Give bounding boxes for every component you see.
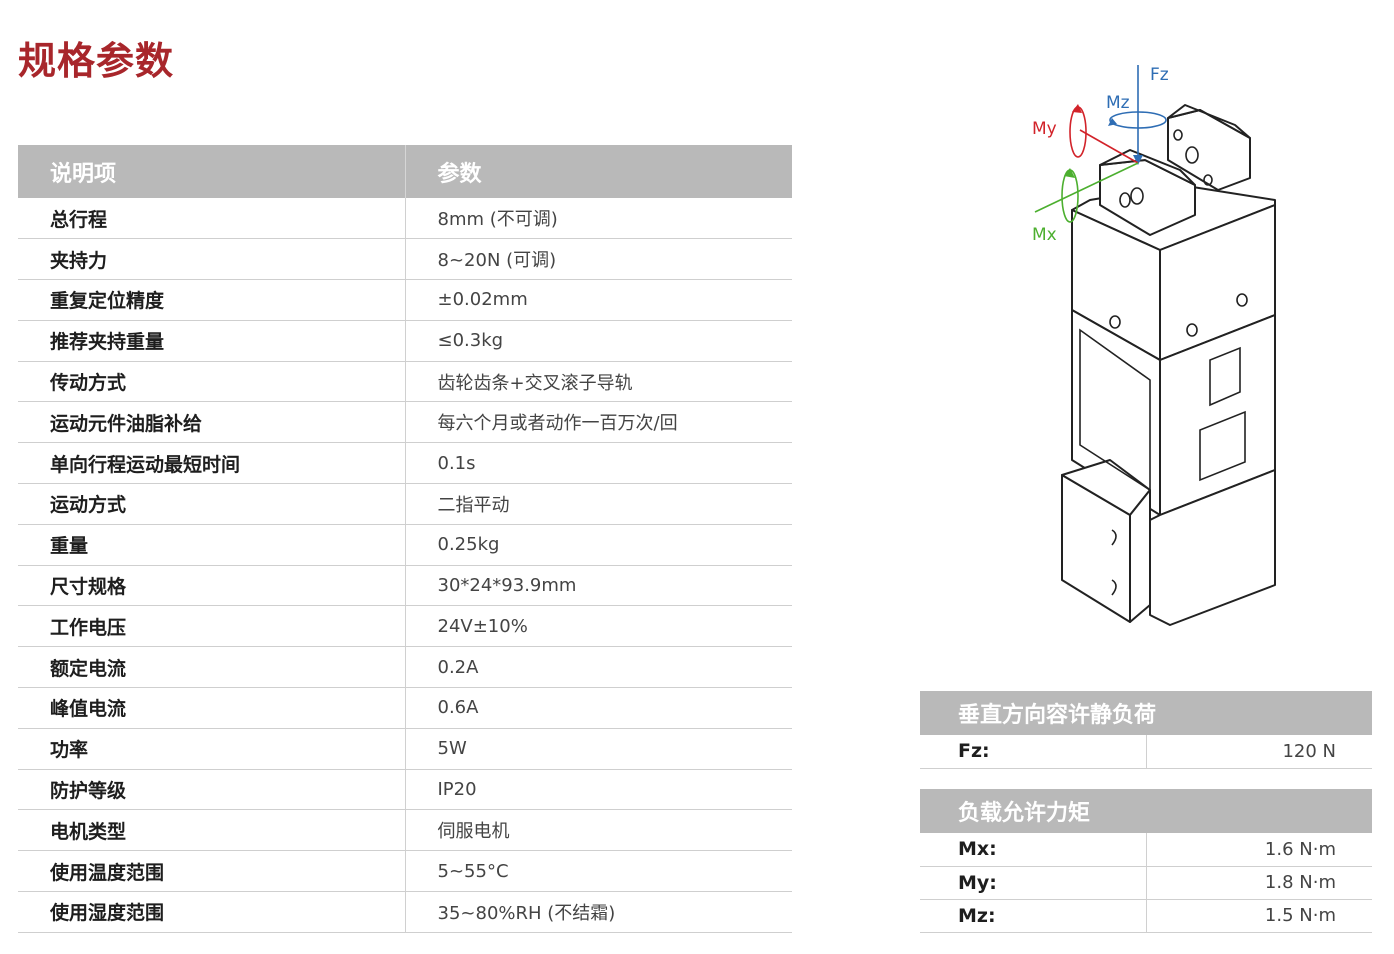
spec-row-label: 功率 (18, 728, 405, 770)
spec-table-header-row: 说明项 参数 (18, 145, 792, 198)
moment-row: My:1.8 N·m (920, 866, 1372, 900)
spec-row-label: 总行程 (18, 198, 405, 240)
spec-row: 重复定位精度±0.02mm (18, 279, 792, 321)
spec-row-label: 夹持力 (18, 238, 405, 281)
mx-label: Mx (1032, 225, 1057, 245)
spec-row-value: 二指平动 (404, 483, 792, 525)
spec-row-value: 伺服电机 (404, 809, 792, 852)
spec-row-value: 30*24*93.9mm (404, 565, 792, 607)
load-row-value: 120 N (1145, 735, 1372, 769)
spec-row-value: 24V±10% (404, 605, 792, 648)
page-title: 规格参数 (18, 39, 175, 83)
moment-row-label: Mz: (920, 899, 1146, 933)
spec-row-value: 每六个月或者动作一百万次/回 (404, 401, 792, 444)
spec-header-value: 参数 (404, 145, 792, 198)
gripper-diagram: Fz Mz My Mx (1032, 65, 1276, 626)
my-label: My (1032, 119, 1057, 139)
moment-table-header: 负载允许力矩 (920, 789, 1372, 833)
spec-row-label: 单向行程运动最短时间 (18, 442, 405, 485)
spec-row-label: 推荐夹持重量 (18, 320, 405, 362)
spec-row: 运动元件油脂补给每六个月或者动作一百万次/回 (18, 401, 792, 444)
load-table-header: 垂直方向容许静负荷 (920, 691, 1372, 735)
spec-row-label: 额定电流 (18, 646, 405, 689)
moment-row: Mz:1.5 N·m (920, 899, 1372, 933)
spec-row-value: 35~80%RH (不结霜) (404, 891, 792, 933)
spec-row-value: 5W (404, 728, 792, 770)
spec-row-value: 8~20N (可调) (404, 238, 792, 281)
spec-row-value: 齿轮齿条+交叉滚子导轨 (404, 361, 792, 403)
spec-row-label: 使用温度范围 (18, 850, 405, 893)
spec-header-item: 说明项 (18, 145, 405, 198)
spec-row-label: 防护等级 (18, 769, 405, 811)
spec-row-label: 重量 (18, 524, 405, 566)
spec-row-value: ±0.02mm (404, 279, 792, 321)
spec-row: 运动方式二指平动 (18, 483, 792, 525)
spec-row-label: 峰值电流 (18, 687, 405, 729)
moment-row-label: Mx: (920, 833, 1146, 867)
spec-row: 推荐夹持重量≤0.3kg (18, 320, 792, 362)
spec-row-label: 工作电压 (18, 605, 405, 648)
spec-row: 电机类型伺服电机 (18, 809, 792, 852)
spec-row-value: 5~55°C (404, 850, 792, 893)
spec-row-value: 0.25kg (404, 524, 792, 566)
spec-row-value: 0.1s (404, 442, 792, 485)
spec-row-label: 运动元件油脂补给 (18, 401, 405, 444)
moment-table-header-row: 负载允许力矩 (920, 789, 1372, 833)
spec-row-label: 尺寸规格 (18, 565, 405, 607)
spec-row-label: 使用湿度范围 (18, 891, 405, 933)
moment-row-value: 1.8 N·m (1145, 866, 1372, 900)
moment-row-value: 1.5 N·m (1145, 899, 1372, 933)
spec-row: 传动方式齿轮齿条+交叉滚子导轨 (18, 361, 792, 403)
spec-row-label: 传动方式 (18, 361, 405, 403)
load-row-label: Fz: (920, 735, 1146, 769)
moment-row-label: My: (920, 866, 1146, 900)
moment-row-value: 1.6 N·m (1145, 833, 1372, 867)
spec-row-value: IP20 (404, 769, 792, 811)
spec-row-value: 0.2A (404, 646, 792, 689)
load-table-header-row: 垂直方向容许静负荷 (920, 691, 1372, 735)
spec-row-value: 8mm (不可调) (404, 198, 792, 240)
load-table: 垂直方向容许静负荷 Fz:120 N (920, 691, 1372, 769)
fz-label: Fz (1150, 65, 1169, 85)
spec-row-value: ≤0.3kg (404, 320, 792, 362)
spec-row-label: 重复定位精度 (18, 279, 405, 321)
load-row: Fz:120 N (920, 735, 1372, 769)
moment-row: Mx:1.6 N·m (920, 833, 1372, 867)
mz-label: Mz (1106, 93, 1130, 113)
spec-row-label: 电机类型 (18, 809, 405, 852)
spec-row-value: 0.6A (404, 687, 792, 729)
spec-row-label: 运动方式 (18, 483, 405, 525)
